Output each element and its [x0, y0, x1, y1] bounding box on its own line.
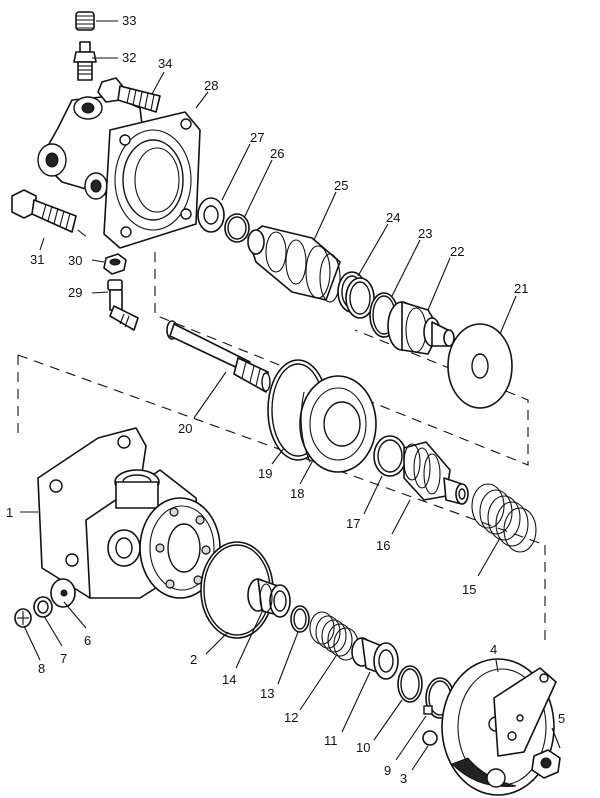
callout-leader-lines	[20, 20, 561, 771]
callout-7: 7	[60, 651, 67, 666]
part-24-o-rings	[337, 271, 375, 319]
callout-15: 15	[462, 582, 476, 597]
part-1-lower-housing	[37, 427, 221, 599]
callout-6: 6	[84, 633, 91, 648]
callout-13: 13	[260, 686, 274, 701]
part-22-valve-plug	[387, 301, 455, 355]
part-31-bolt	[11, 189, 77, 233]
part-14-sleeve	[247, 578, 291, 618]
callout-5: 5	[558, 711, 565, 726]
part-28-upper-housing	[37, 95, 201, 249]
callout-19: 19	[258, 466, 272, 481]
callout-9: 9	[384, 763, 391, 778]
callout-21: 21	[514, 281, 528, 296]
callout-4: 4	[490, 642, 497, 657]
part-26-o-ring	[224, 213, 250, 243]
part-17-o-ring	[373, 435, 407, 477]
callout-20: 20	[178, 421, 192, 436]
part-4-bell-housing	[441, 658, 557, 796]
callout-26: 26	[270, 146, 284, 161]
part-21-washer	[447, 323, 513, 409]
part-12-spring	[309, 611, 359, 661]
callout-34: 34	[158, 56, 172, 71]
callout-29: 29	[68, 285, 82, 300]
part-5-nut	[531, 749, 561, 779]
part-6-washer	[50, 578, 76, 608]
part-15-spring	[471, 483, 537, 553]
callout-25: 25	[334, 178, 348, 193]
part-25-valve-sleeve	[247, 225, 341, 303]
callout-10: 10	[356, 740, 370, 755]
callout-17: 17	[346, 516, 360, 531]
part-7-lock-washer	[33, 596, 53, 618]
callout-2: 2	[190, 652, 197, 667]
callout-32: 32	[122, 50, 136, 65]
part-11-spring-seat	[351, 637, 399, 680]
callout-30: 30	[68, 253, 82, 268]
part-29-elbow-fitting	[107, 279, 139, 331]
callout-33: 33	[122, 13, 136, 28]
callout-1: 1	[6, 505, 13, 520]
part-27-bushing	[197, 197, 225, 233]
part-8-screw	[14, 608, 32, 628]
part-33-plug	[75, 11, 95, 31]
callout-24: 24	[386, 210, 400, 225]
callout-28: 28	[204, 78, 218, 93]
callout-22: 22	[450, 244, 464, 259]
callout-16: 16	[376, 538, 390, 553]
callout-labels: 1 2 3 4 5 6 7 8 9 10 11 12 13 14 15 16 1…	[6, 13, 565, 786]
callout-8: 8	[38, 661, 45, 676]
part-3-ball	[422, 730, 438, 746]
callout-23: 23	[418, 226, 432, 241]
part-13-o-ring	[290, 605, 310, 633]
part-34-bolt	[97, 77, 161, 113]
part-32-fitting	[73, 41, 97, 81]
callout-3: 3	[400, 771, 407, 786]
callout-14: 14	[222, 672, 236, 687]
callout-11: 11	[324, 733, 338, 748]
part-18-diaphragm-plate	[299, 375, 377, 473]
part-10-o-ring	[397, 665, 423, 703]
part-30-nut	[103, 253, 127, 275]
callout-31: 31	[30, 252, 44, 267]
part-16-piston	[403, 441, 469, 505]
callout-27: 27	[250, 130, 264, 145]
part-20-shaft	[166, 320, 271, 393]
callout-18: 18	[290, 486, 304, 501]
callout-12: 12	[284, 710, 298, 725]
